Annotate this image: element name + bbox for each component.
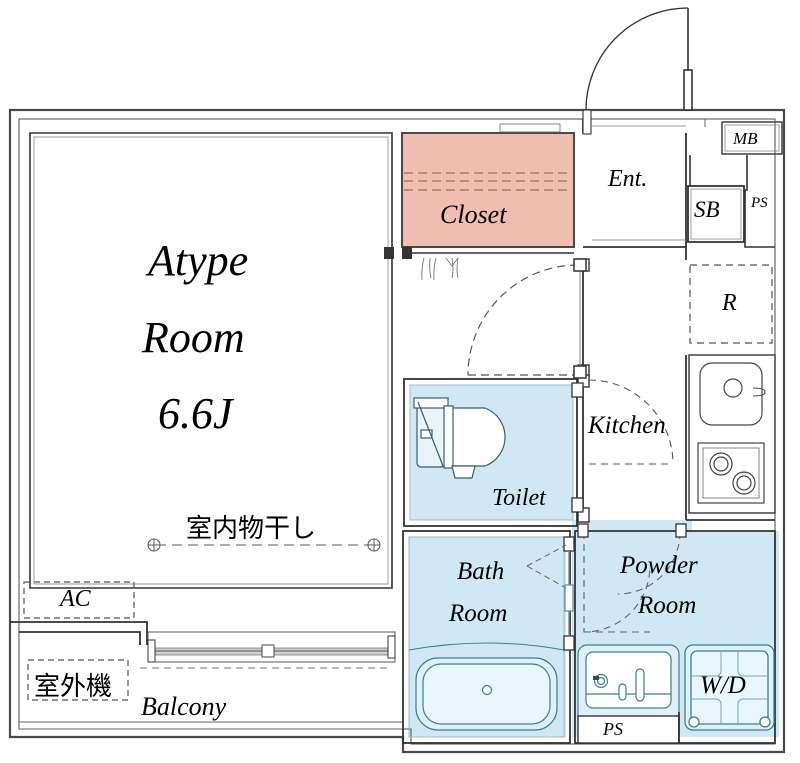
meter-box-label: MB <box>733 129 758 148</box>
toilet-walls <box>403 378 578 527</box>
balcony-label: Balcony <box>141 692 227 721</box>
washer-dryer-label: W/D <box>700 672 746 699</box>
balcony-step-wall <box>10 621 148 645</box>
entrance-detail-lines <box>704 119 776 127</box>
shoe-box <box>687 185 745 243</box>
bath-door-swing <box>526 544 567 589</box>
vanity-basin <box>577 644 680 728</box>
front-door <box>585 7 693 111</box>
pipe-shaft-bottom-label: PS <box>603 719 623 739</box>
powder-room-walls <box>574 530 776 744</box>
toilet-label: Toilet <box>492 485 546 511</box>
closet-outline <box>401 132 575 248</box>
powder-room-door-swing <box>583 531 681 633</box>
pipe-shaft-bottom-box <box>577 715 680 744</box>
powder-door-jambs <box>577 523 687 538</box>
shoe-box-label: SB <box>694 197 720 222</box>
balcony-rail <box>19 721 403 730</box>
toilet-fixture <box>413 397 506 479</box>
pipe-shaft-top-label: PS <box>751 195 768 211</box>
ac-box <box>23 581 135 619</box>
powder-room-label-line1: Powder <box>620 552 698 579</box>
closet-door-opening <box>384 247 574 259</box>
closet-hanger-marks <box>421 257 459 281</box>
entrance-inner-lines <box>499 123 686 241</box>
bath-room-label-line1: Bath <box>457 558 505 585</box>
kitchen-label: Kitchen <box>588 412 666 439</box>
outdoor-unit-box <box>27 659 129 701</box>
closet-shelf-lines <box>404 172 572 191</box>
bath-door <box>563 536 575 651</box>
kitchen-door-swing <box>588 379 674 465</box>
air-conditioner-label: AC <box>60 586 91 612</box>
outdoor-unit-label: 室外機 <box>34 672 113 702</box>
pipe-shaft-top-outline <box>689 155 775 248</box>
room-door-swing <box>467 264 579 376</box>
indoor-drying-rail <box>147 538 381 552</box>
front-door-threshold <box>582 109 592 135</box>
toilet-door-jambs <box>571 382 584 513</box>
refrigerator-space <box>689 264 773 344</box>
powder-corridor-fill <box>572 520 692 538</box>
washer-dryer-pan <box>684 644 775 731</box>
refrigerator-label: R <box>722 290 737 316</box>
indoor-drying-label: 室内物干し <box>186 514 317 544</box>
kitchen-walls <box>582 247 775 521</box>
closet-label: Closet <box>440 200 507 229</box>
main-room-walls <box>29 132 393 589</box>
room-name-label: Room <box>142 313 245 362</box>
balcony-sliding-door <box>147 631 396 663</box>
kitchen-sink <box>699 362 766 426</box>
unit-type-label: Atype <box>148 236 249 285</box>
main-room-inner-line <box>33 136 389 585</box>
room-door-jamb <box>573 258 587 379</box>
kitchen-stove <box>697 442 765 504</box>
bath-room-label-line2: Room <box>449 600 508 627</box>
meter-box <box>721 121 783 155</box>
powder-room-label-line2: Room <box>638 592 697 619</box>
room-size-label: 6.6J <box>158 389 233 438</box>
bathtub <box>408 642 565 731</box>
entrance-label: Ent. <box>608 166 648 192</box>
